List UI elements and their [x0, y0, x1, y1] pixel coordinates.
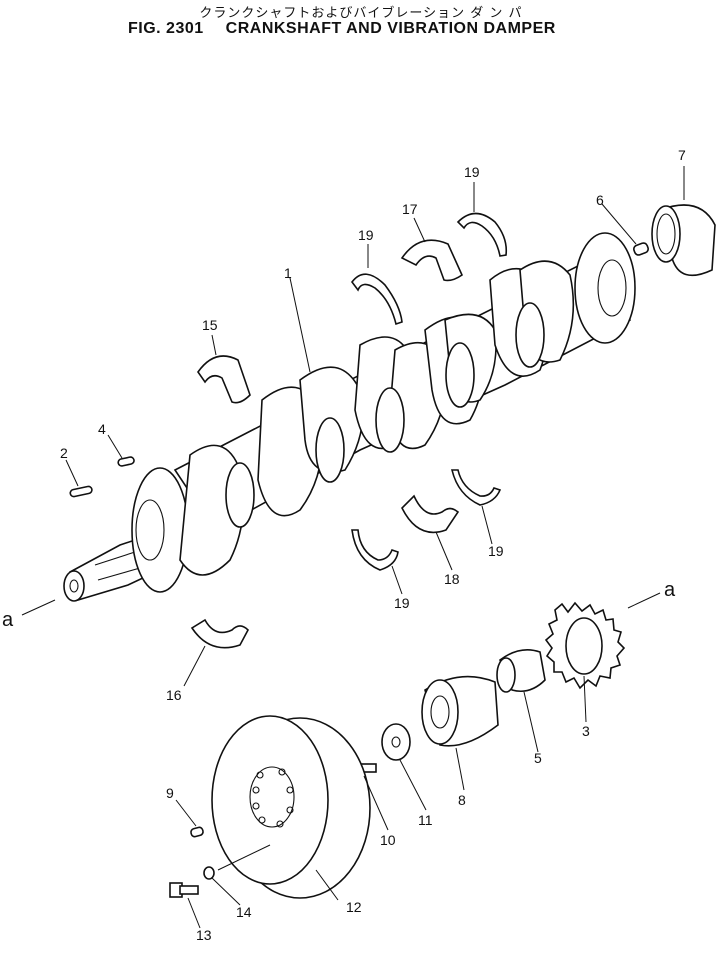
- callout-1: 1: [284, 265, 292, 281]
- callout-9: 9: [166, 785, 174, 801]
- callout-15: 15: [202, 317, 218, 333]
- callout-a-right: a: [664, 579, 676, 601]
- callout-8: 8: [458, 792, 466, 808]
- thrust-washer-19-b[interactable]: [456, 212, 508, 257]
- callout-14: 14: [236, 904, 252, 920]
- crankshaft[interactable]: [63, 232, 636, 602]
- figure-caption: CRANKSHAFT AND VIBRATION DAMPER: [225, 20, 556, 37]
- lock-washer-part-14[interactable]: [203, 866, 215, 880]
- pin-part-6[interactable]: [633, 242, 650, 256]
- callout-11: 11: [418, 812, 433, 828]
- callout-19-d: 19: [488, 543, 504, 559]
- thrust-washer-19-c[interactable]: [351, 529, 399, 571]
- callout-7: 7: [678, 147, 686, 163]
- callout-5: 5: [534, 750, 542, 766]
- callout-6: 6: [596, 192, 604, 208]
- figure-number: FIG. 2301: [128, 20, 204, 37]
- washer-part-11[interactable]: [381, 723, 411, 761]
- callout-19-c: 19: [394, 595, 410, 611]
- callout-13: 13: [196, 927, 212, 943]
- rear-sleeve-part-7[interactable]: [651, 204, 716, 277]
- vibration-damper-part-12[interactable]: [211, 715, 371, 899]
- dowel-pin-part-9[interactable]: [190, 826, 204, 838]
- callout-10: 10: [380, 832, 396, 848]
- callout-2: 2: [60, 445, 68, 461]
- crank-gear-part-3[interactable]: [544, 601, 626, 690]
- japanese-title: クランクシャフトおよびバイブレーション ダ ン パ: [199, 6, 523, 21]
- callout-labels: 1 2 3 4 5 6 7 8 9 10 11 12 13 14 15 16 1…: [2, 147, 686, 943]
- bearing-part-18[interactable]: [401, 494, 460, 534]
- callout-17: 17: [402, 201, 418, 217]
- thrust-washer-19-d[interactable]: [450, 469, 502, 506]
- bolt-part-13[interactable]: [169, 882, 199, 898]
- bearing-part-16[interactable]: [190, 618, 249, 649]
- callout-19-a: 19: [358, 227, 374, 243]
- callout-16: 16: [166, 687, 182, 703]
- callout-18: 18: [444, 571, 460, 587]
- pin-part-4[interactable]: [117, 456, 135, 467]
- callout-19-b: 19: [464, 164, 480, 180]
- callout-4: 4: [98, 421, 106, 437]
- bearing-part-17[interactable]: [400, 239, 464, 282]
- collar-part-5[interactable]: [496, 649, 546, 693]
- thrust-washer-19-a[interactable]: [350, 273, 403, 326]
- bearing-part-15[interactable]: [197, 355, 251, 404]
- key-part-2[interactable]: [69, 485, 93, 498]
- callout-12: 12: [346, 899, 362, 915]
- figure-title: FIG. 2301 CRANKSHAFT AND VIBRATION DAMPER: [128, 20, 556, 38]
- callout-a-left: a: [2, 609, 14, 631]
- callout-3: 3: [582, 723, 590, 739]
- damper-hub-part-8[interactable]: [421, 675, 499, 747]
- leader-lines: [21, 166, 685, 929]
